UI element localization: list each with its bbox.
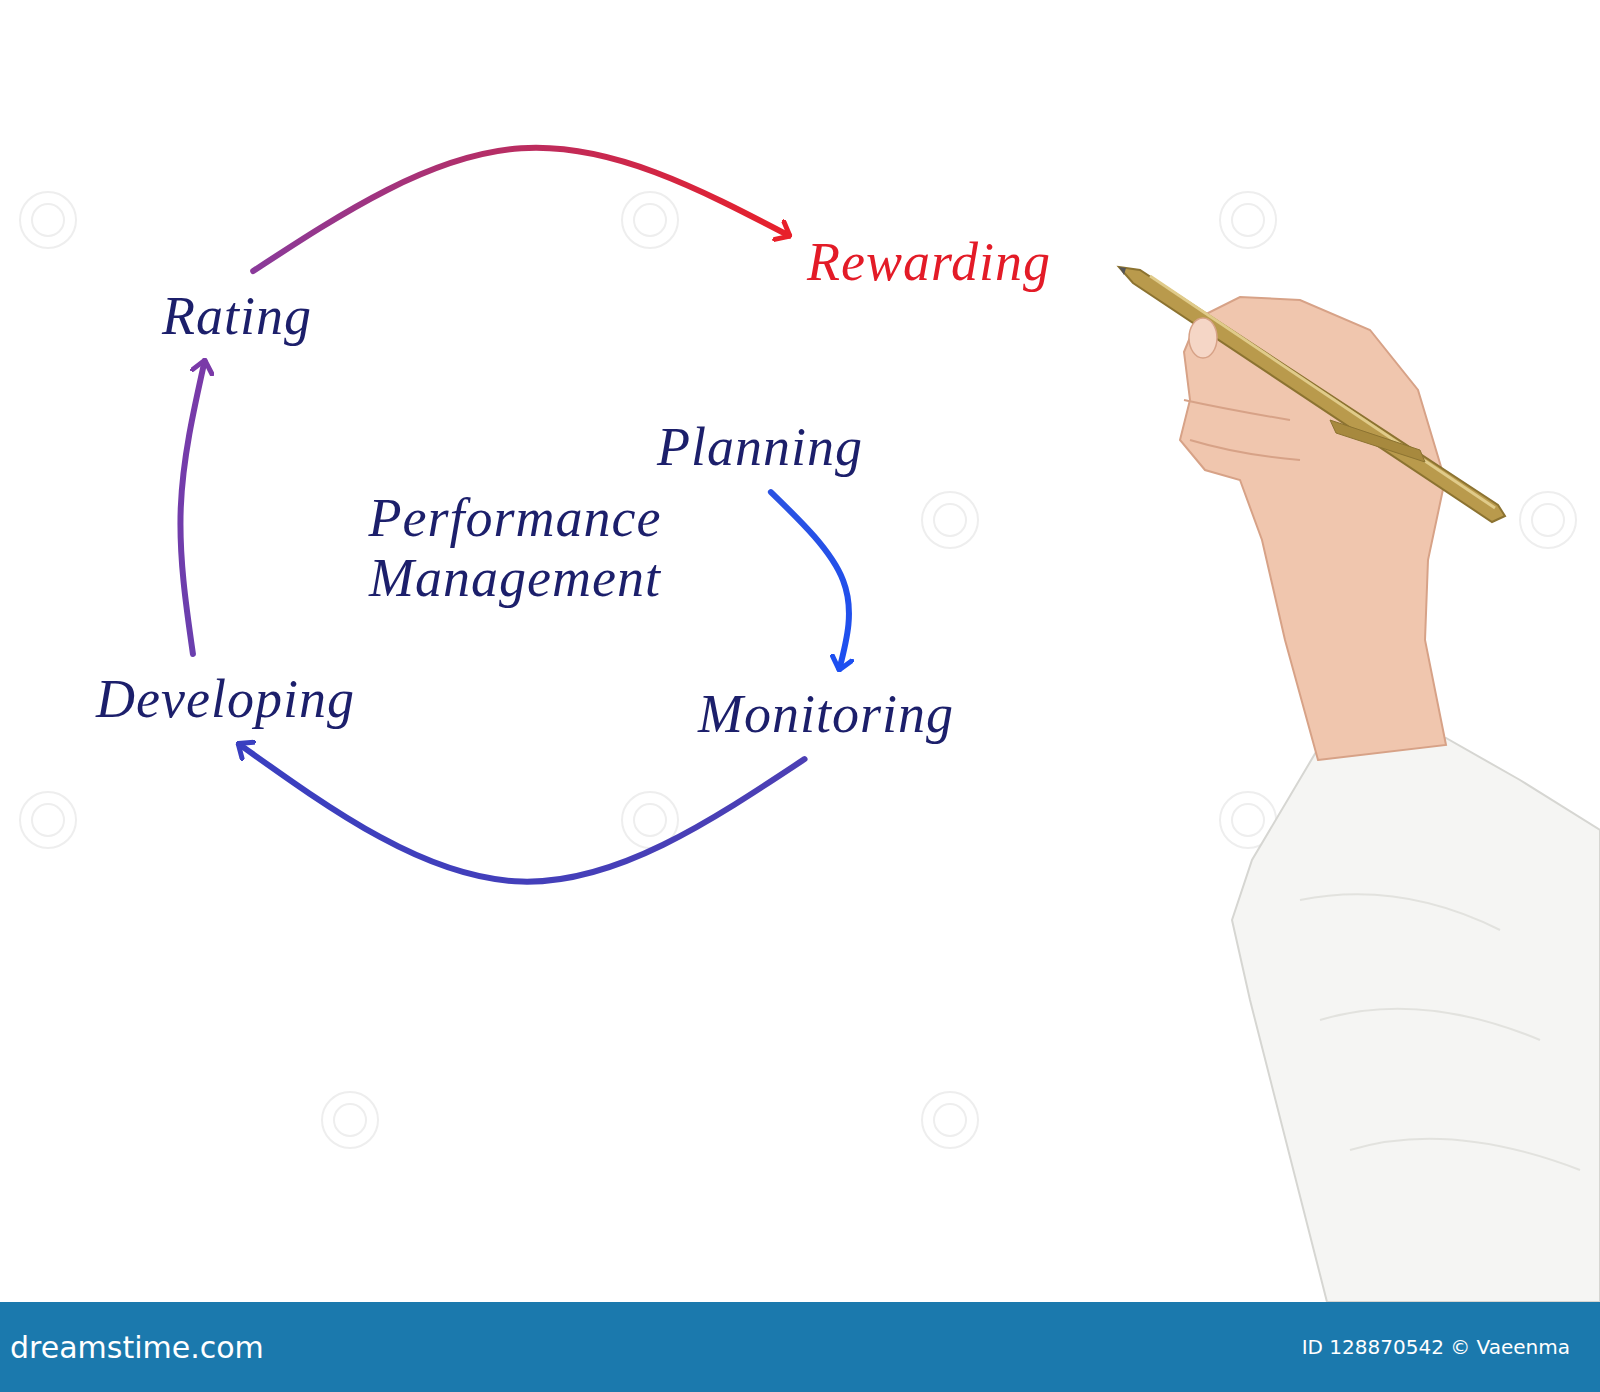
- cycle-arrow: [771, 492, 849, 669]
- cycle-arrow: [253, 148, 789, 271]
- footer-bar: dreamstime.com ID 128870542 © Vaeenma: [0, 1302, 1600, 1392]
- stage-word: Rewarding: [801, 229, 1057, 295]
- stage-label: Monitoring: [698, 683, 954, 745]
- stage-label: Developing: [96, 668, 355, 730]
- thumbnail: [1189, 318, 1217, 358]
- diagram-title: Performance Management: [285, 488, 745, 609]
- cycle-arrow: [239, 744, 805, 882]
- watermark-text: ID 128870542 © Vaeenma: [1302, 1335, 1570, 1359]
- stage-word: Monitoring: [692, 681, 960, 747]
- fingers: [1184, 400, 1300, 460]
- stage-label: Planning: [657, 416, 863, 478]
- stage-label: Rewarding: [807, 231, 1051, 293]
- sleeve: [1232, 738, 1600, 1302]
- hand: [1180, 297, 1446, 760]
- stage-word: Planning: [651, 414, 869, 480]
- stage-word: Rating: [156, 283, 318, 349]
- cycle-arrow: [180, 361, 204, 654]
- watermark-text: dreamstime.com: [10, 1330, 264, 1365]
- sleeve-folds: [1300, 894, 1580, 1170]
- stage-label: Rating: [162, 285, 312, 347]
- pen: [1119, 267, 1505, 522]
- stage-word: Developing: [90, 666, 361, 732]
